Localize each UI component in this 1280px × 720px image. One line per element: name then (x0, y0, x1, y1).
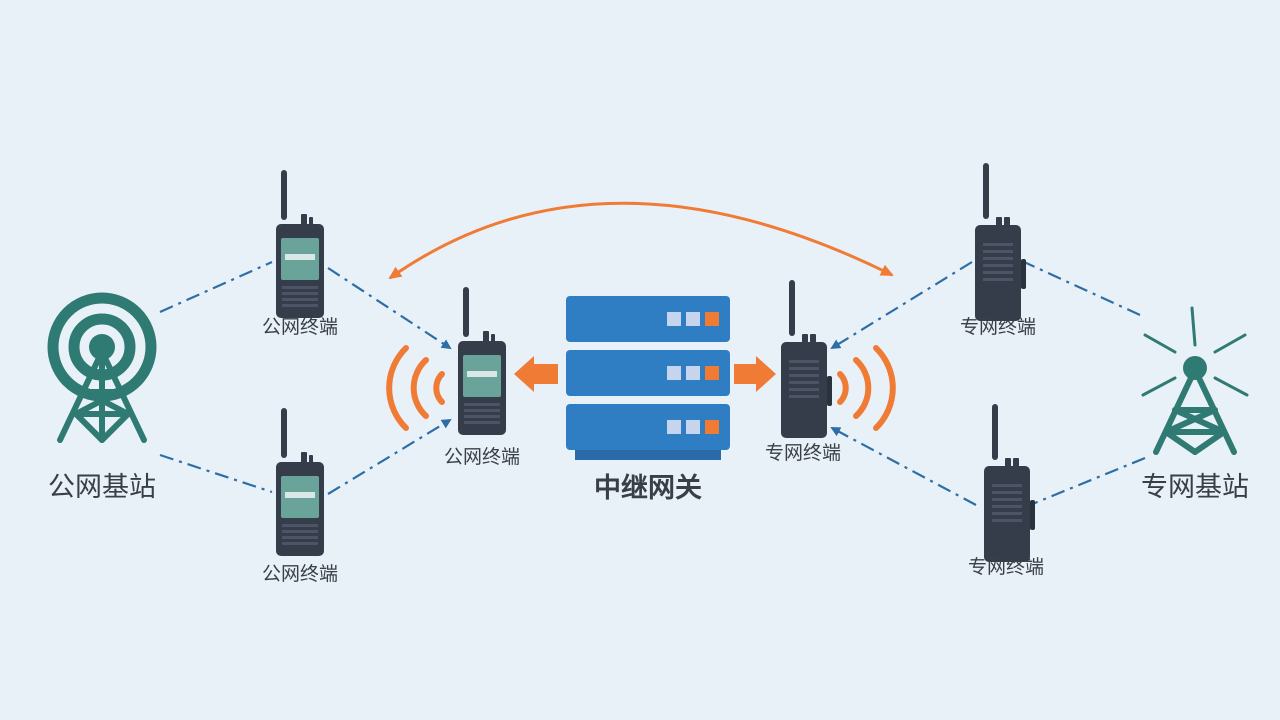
walkie-talkie-icon (276, 170, 324, 318)
link-public-station-to-terminal-bottom (159, 453, 273, 494)
public-terminal-top-label: 公网终端 (262, 316, 338, 338)
gateway-to-public-arrow (514, 356, 558, 392)
relay-arc-arrow (388, 201, 894, 280)
radio-wave-icon (837, 345, 896, 431)
link-private-station-to-terminal-bottom (1029, 456, 1146, 507)
private-base-station-label: 专网基站 (1141, 472, 1249, 503)
gateway-label: 中继网关 (594, 472, 702, 504)
lattice-tower-icon (1141, 306, 1249, 455)
private-terminal-center-label: 专网终端 (765, 442, 841, 464)
broadcast-tower-icon (47, 292, 157, 443)
link-private-bottom-to-center (830, 427, 977, 506)
radio-wave-icon (386, 345, 445, 431)
link-terminal-top-to-center (327, 267, 452, 350)
public-terminal-center-label: 公网终端 (444, 446, 520, 468)
link-private-station-to-terminal-top (1023, 260, 1141, 317)
server-rack-icon (566, 296, 730, 460)
walkie-talkie-icon (458, 287, 506, 435)
link-private-top-to-center (830, 261, 973, 350)
walkie-talkie-icon (276, 408, 324, 556)
link-public-station-to-terminal-top (159, 260, 273, 314)
public-terminal-bottom-label: 公网终端 (262, 563, 338, 585)
link-terminal-bottom-to-center (327, 418, 452, 495)
walkie-talkie-icon (781, 280, 832, 438)
private-terminal-bottom-label: 专网终端 (968, 556, 1044, 578)
walkie-talkie-icon (975, 163, 1026, 321)
gateway-to-private-arrow (734, 356, 776, 392)
private-terminal-top-label: 专网终端 (960, 316, 1036, 338)
public-base-station-label: 公网基站 (48, 472, 156, 503)
walkie-talkie-icon (984, 404, 1035, 562)
